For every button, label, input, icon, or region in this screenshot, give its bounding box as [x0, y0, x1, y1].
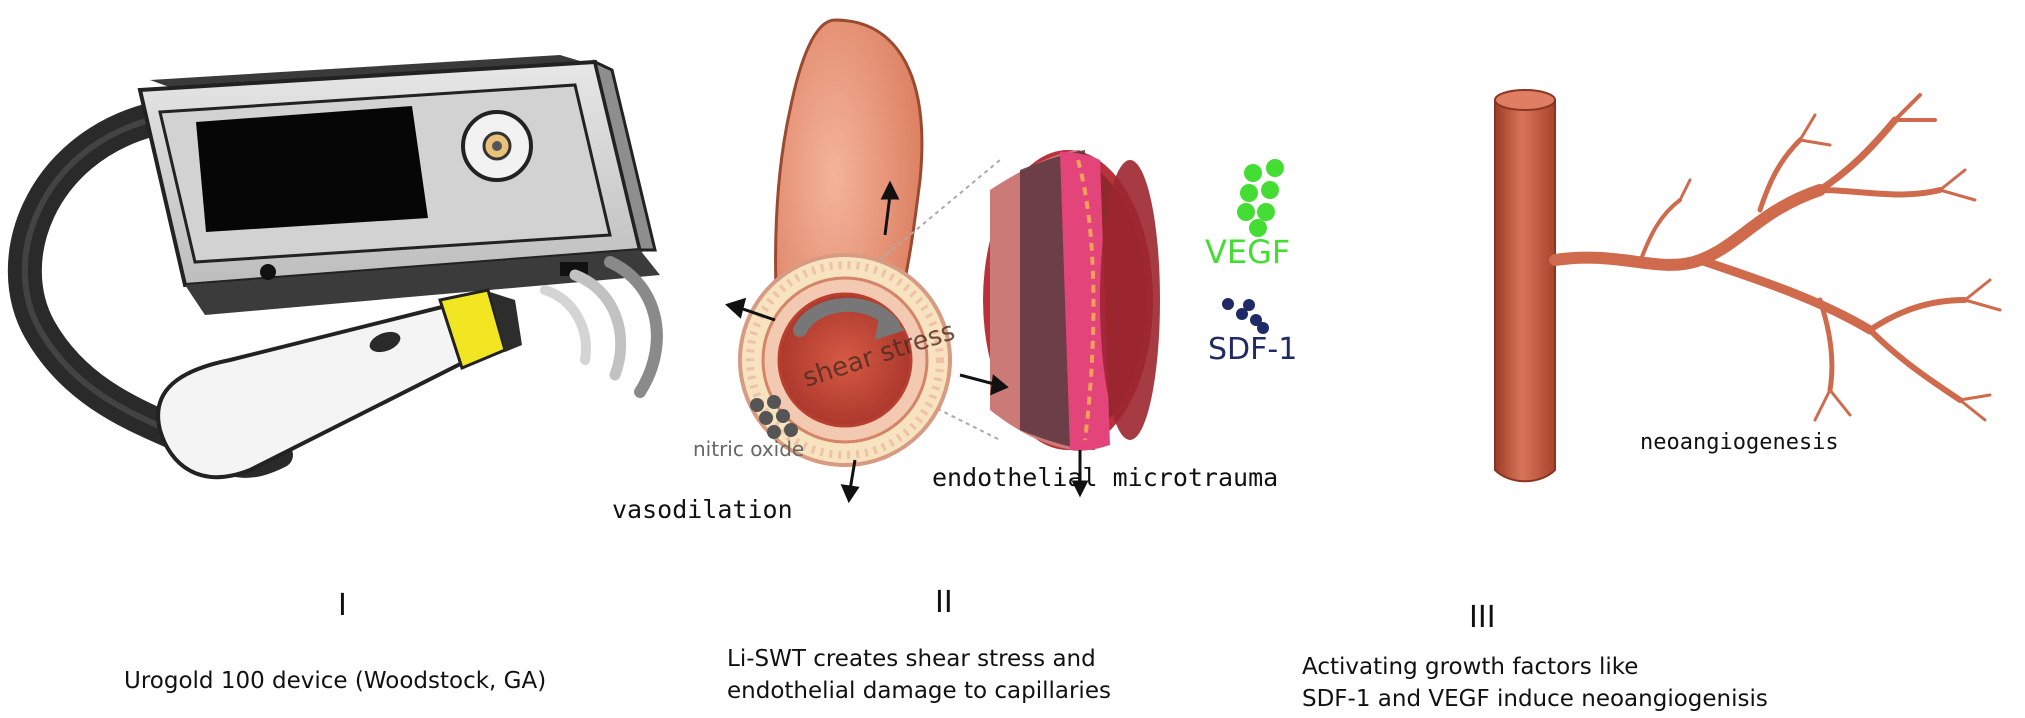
arrows: [725, 180, 1089, 504]
shock-waves: [540, 256, 663, 398]
sdf1-molecules: [1222, 298, 1269, 334]
nitric-oxide-label: nitric oxide: [693, 437, 805, 461]
vasodilation-label: vasodilation: [612, 495, 793, 524]
panel-numeral-2: II: [935, 585, 953, 620]
applicator-handpiece: [156, 288, 522, 480]
sdf1-label: SDF-1: [1208, 332, 1298, 367]
nitric-oxide-molecules: [750, 395, 798, 439]
panel-caption-2-line2: endothelial damage to capillaries: [727, 678, 1111, 704]
panel-caption-2-line1: Li-SWT creates shear stress and: [727, 646, 1096, 672]
panel-caption-3-line2: SDF-1 and VEGF induce neoangiogenisis: [1302, 686, 1768, 712]
panel-numeral-3: III: [1469, 600, 1496, 635]
device-screen: [196, 106, 428, 232]
vegf-molecules: [1237, 159, 1284, 237]
neoangiogenesis-label: neoangiogenesis: [1640, 430, 1839, 455]
panel-numeral-1: I: [338, 588, 347, 623]
neoangiogenesis-vessel: [1494, 89, 2002, 483]
device-base: [185, 250, 660, 315]
panel-caption-3-line1: Activating growth factors like: [1302, 654, 1639, 680]
endothelial-microtrauma-label: endothelial microtrauma: [932, 463, 1279, 492]
vessel-wall-magnified: [983, 150, 1160, 451]
vegf-label: VEGF: [1205, 233, 1291, 271]
artery-cross-section: [738, 253, 952, 467]
panel-caption-1: Urogold 100 device (Woodstock, GA): [124, 668, 547, 694]
shockwave-device: [7, 55, 663, 480]
